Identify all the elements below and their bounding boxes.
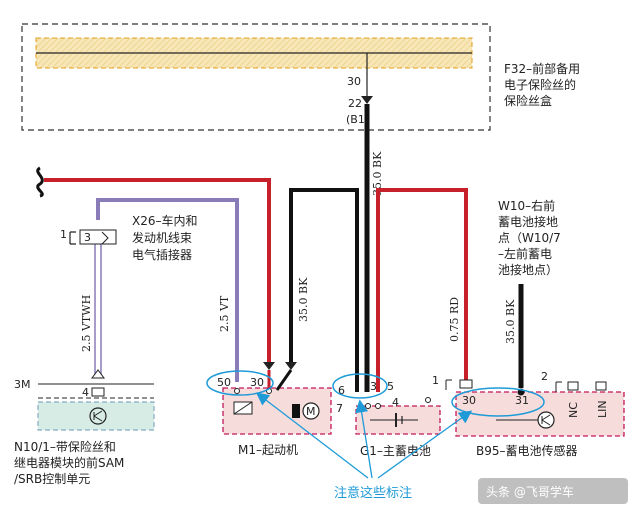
sam-label-line-3: /SRB控制单元 [14,472,90,486]
sensor-pin-2: 2 [541,370,548,383]
sensor-pin-lin: LIN [596,400,609,418]
x26-pin-1: 1 [60,228,67,241]
w10-label-line-2: 蓄电池接地 [498,214,558,229]
fusebox-f32: 30 22 (B1) F32–前部备用 电子保险丝的 保险丝盒 [21,23,580,131]
starter-m1: 50 30 M M1–起动机 [217,362,332,457]
starter-pin-30: 30 [250,376,264,389]
ground-w10: W10–右前 蓄电池接地 点（W10/7 –左前蓄电 池接地点） [498,198,561,277]
wire-red-sensor [376,188,468,392]
sam-label-line-2: 继电器模块的前SAM [14,455,124,470]
sam-label-line-1: N10/1–带保险丝和 [14,439,116,454]
x26-label-line-2: 发动机线束 [132,230,192,245]
wire-label-vt: 2.5 VT [218,295,231,332]
sam-module: 3M 4 N10/1–带保险丝和 继电器模块的前SAM /SRB控制单元 [14,369,155,486]
battery-g1: 6 3 5 7 4 G1–主蓄电池 [336,380,441,458]
battery-pin-7: 7 [336,402,343,415]
wire-label-main-bk: 35.0 BK [371,151,384,196]
battery-pin-4: 4 [392,396,399,409]
sensor-pin-1: 1 [432,374,439,387]
battery-pin-3: 3 [370,380,377,393]
battery-pin-5: 5 [387,380,394,393]
watermark-text: 头条 @飞哥学车 [486,484,574,499]
annotation-text: 注意这些标注 [334,485,412,501]
watermark: 头条 @飞哥学车 [478,478,628,504]
fusebox-pin-30: 30 [347,75,361,88]
x26-label-line-3: 电气插接器 [132,247,192,262]
battery-label: G1–主蓄电池 [360,444,431,458]
wire-label-vtwh: 2.5 VTWH [80,295,93,352]
fusebox-label-line-1: F32–前部备用 [504,61,580,76]
wire-red-starter [44,178,271,362]
sensor-label: B95–蓄电池传感器 [476,443,578,458]
x26-label-line-1: X26–车内和 [132,213,198,228]
sensor-pin-30: 30 [462,394,476,407]
sensor-pin-31: 31 [515,394,529,407]
starter-label: M1–起动机 [238,443,298,457]
break-symbol [36,166,44,198]
w10-label-line-3: 点（W10/7 [498,231,561,245]
fusebox-label-line-3: 保险丝盒 [504,93,552,108]
fusebox-pin-b1: (B1) [346,113,369,126]
w10-label-line-4: –左前蓄电 [498,246,552,261]
x26-pin-3: 3 [84,231,91,244]
sensor-b95: 1 2 30 31 NC LIN B95–蓄电池传感器 [432,370,625,458]
w10-label-line-1: W10–右前 [498,198,555,213]
annotation: 注意这些标注 [206,370,545,501]
sam-pin-4: 4 [82,386,89,399]
wire-label-ground-bk: 35.0 BK [504,299,517,344]
fusebox-pin-22: 22 [348,97,362,110]
wire-vt [96,198,239,382]
battery-pin-6: 6 [338,384,345,397]
wire-label-rd: 0.75 RD [448,297,461,342]
fusebox-label-line-2: 电子保险丝的 [504,77,576,92]
starter-pin-50: 50 [217,376,231,389]
wire-bk-starter [289,188,359,392]
motor-symbol: M [306,405,316,418]
sam-pin-3m: 3M [14,378,31,391]
w10-label-line-5: 池接地点） [498,262,558,277]
sensor-pin-nc: NC [567,402,580,418]
wire-label-starter-bk: 35.0 BK [297,277,310,322]
connector-x26: 1 3 X26–车内和 发动机线束 电气插接器 [60,213,198,262]
